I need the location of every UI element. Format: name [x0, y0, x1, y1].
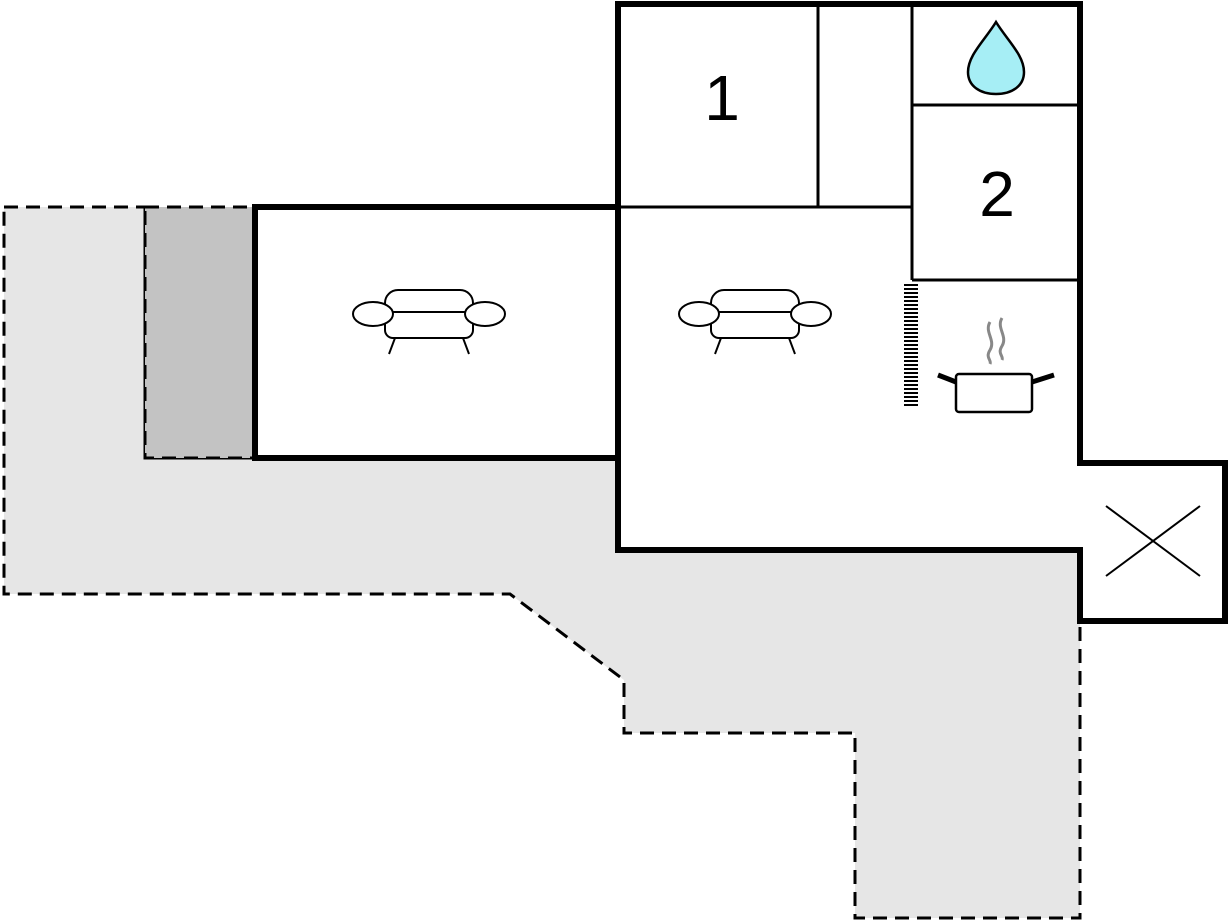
sofa-icon	[678, 289, 832, 355]
cooking-pot-icon	[937, 317, 1055, 414]
water-drop-icon	[966, 19, 1026, 96]
sofa-icon	[352, 289, 506, 355]
house-outline	[615, 1, 1228, 624]
stairs-icon	[904, 282, 918, 410]
interior-walls	[618, 4, 1080, 282]
room-label-1: 1	[704, 62, 740, 134]
living-room-left	[252, 204, 621, 461]
covered-area	[143, 205, 257, 460]
room-label-2: 2	[979, 158, 1015, 230]
void-cross-icon	[1105, 505, 1201, 577]
